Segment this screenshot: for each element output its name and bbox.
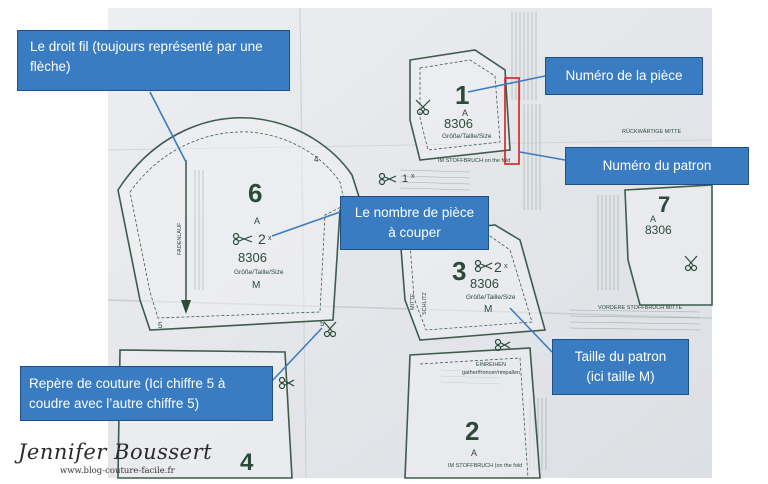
scissors-icon bbox=[684, 255, 698, 272]
piece-1-pattern: 8306 bbox=[444, 116, 473, 131]
piece-6-count-mark: x bbox=[268, 235, 272, 242]
callout-piece-count-line2: à couper bbox=[388, 225, 441, 240]
scissors-icon bbox=[494, 338, 511, 352]
piece-3-count: 2 bbox=[494, 259, 502, 275]
author-signature: Jennifer Boussert www.blog-couture-facil… bbox=[14, 440, 214, 484]
mitte-label: MITTE bbox=[410, 293, 416, 310]
piece-6-count: 2 bbox=[258, 231, 266, 247]
piece-2-number: 2 bbox=[465, 416, 479, 446]
piece-3-size-label: Größe/Taille/Size bbox=[466, 294, 516, 301]
scissors-icon bbox=[278, 376, 295, 390]
piece-6-letter: A bbox=[254, 216, 260, 226]
callout-seam-mark-line1: Repère de couture (Ici chiffre 5 à bbox=[29, 375, 226, 391]
piece-7-pattern: 8306 bbox=[645, 223, 672, 237]
callout-piece-count: Le nombre de pièce à couper bbox=[340, 196, 489, 250]
piece-1-size-label: Größe/Taille/Size bbox=[442, 133, 492, 140]
signature-url: www.blog-couture-facile.fr bbox=[60, 466, 175, 476]
scissors-icon bbox=[323, 321, 337, 338]
einreihen-label: EINREIHEN bbox=[476, 362, 506, 368]
piece-7-outline bbox=[624, 184, 713, 306]
piece-3-outline bbox=[399, 224, 547, 341]
piece-3-size: M bbox=[484, 304, 492, 315]
fold-label-7: VORDERE STOFFBRUCH MITTE bbox=[598, 305, 683, 311]
callout-piece-count-line1: Le nombre de pièce bbox=[354, 205, 475, 220]
scissors-icon bbox=[232, 232, 253, 246]
fold-label-1: IM STOFFBRUCH on the fold bbox=[438, 158, 510, 164]
piece-6-size-label: Größe/Taille/Size bbox=[234, 269, 284, 276]
fold-label-2: IM STOFFBRUCH (on the fold bbox=[448, 463, 522, 469]
piece-1-seam bbox=[419, 59, 501, 151]
scissors-icon bbox=[378, 172, 397, 186]
notch-number-left: 5 bbox=[158, 321, 163, 330]
piece-3-seam bbox=[409, 235, 533, 331]
callout-seam-mark-line2: coudre avec l’autre chiffre 5) bbox=[29, 395, 200, 411]
pattern-number-highlight bbox=[504, 77, 520, 165]
notch-number-4: 4 bbox=[314, 155, 319, 164]
callout-pointers bbox=[149, 75, 566, 381]
piece-2-outline bbox=[404, 347, 541, 479]
piece-6-size: M bbox=[252, 280, 260, 291]
piece-3-pattern: 8306 bbox=[470, 276, 499, 291]
notch-number-right: 5 bbox=[320, 319, 325, 328]
piece-1-outline bbox=[409, 49, 511, 161]
piece-2-seam bbox=[419, 357, 529, 479]
callout-piece-number-text: Numéro de la pièce bbox=[565, 68, 683, 83]
gather-label: gather/froncer/rimpallen bbox=[462, 370, 520, 376]
callout-grain-line: Le droit fil (toujours représenté par un… bbox=[17, 30, 290, 91]
grain-arrowhead bbox=[181, 300, 191, 314]
callout-pattern-size: Taille du patron (ici taille M) bbox=[552, 339, 689, 395]
fadenlauf-label: FADENLAUF bbox=[177, 222, 183, 255]
callout-grain-line-text: Le droit fil (toujours représenté par un… bbox=[30, 39, 263, 74]
callout-pattern-size-line2: (ici taille M) bbox=[586, 369, 655, 384]
notch-1x-mark: x bbox=[411, 173, 415, 180]
scissors-icon bbox=[474, 259, 493, 273]
callout-piece-number: Numéro de la pièce bbox=[545, 57, 703, 95]
scissors-icon bbox=[415, 99, 431, 116]
callout-seam-mark: Repère de couture (Ici chiffre 5 à coudr… bbox=[20, 366, 273, 421]
notch-1x: 1 bbox=[402, 173, 408, 185]
callout-pattern-size-line1: Taille du patron bbox=[574, 349, 667, 364]
piece-7-letter: A bbox=[650, 214, 656, 224]
piece-2-letter: A bbox=[471, 448, 477, 458]
signature-name: Jennifer Boussert bbox=[18, 440, 213, 464]
piece-3-count-mark: x bbox=[504, 263, 508, 270]
piece-1-number: 1 bbox=[455, 80, 469, 110]
schlitz-label: SCHLITZ bbox=[422, 291, 428, 315]
piece-6-pattern: 8306 bbox=[238, 250, 267, 265]
piece-6-seam bbox=[129, 131, 346, 319]
rueck-mitte-label: RÜCKWÄRTIGE MITTE bbox=[622, 128, 682, 135]
piece-1-letter: A bbox=[462, 108, 468, 118]
piece-6-outline bbox=[117, 117, 361, 331]
piece-3-number: 3 bbox=[452, 256, 466, 286]
piece-4-number: 4 bbox=[240, 449, 254, 476]
piece-6-number: 6 bbox=[248, 178, 262, 208]
callout-pattern-number: Numéro du patron bbox=[565, 147, 749, 185]
callout-pattern-number-text: Numéro du patron bbox=[602, 158, 712, 173]
piece-7-number: 7 bbox=[658, 192, 670, 217]
